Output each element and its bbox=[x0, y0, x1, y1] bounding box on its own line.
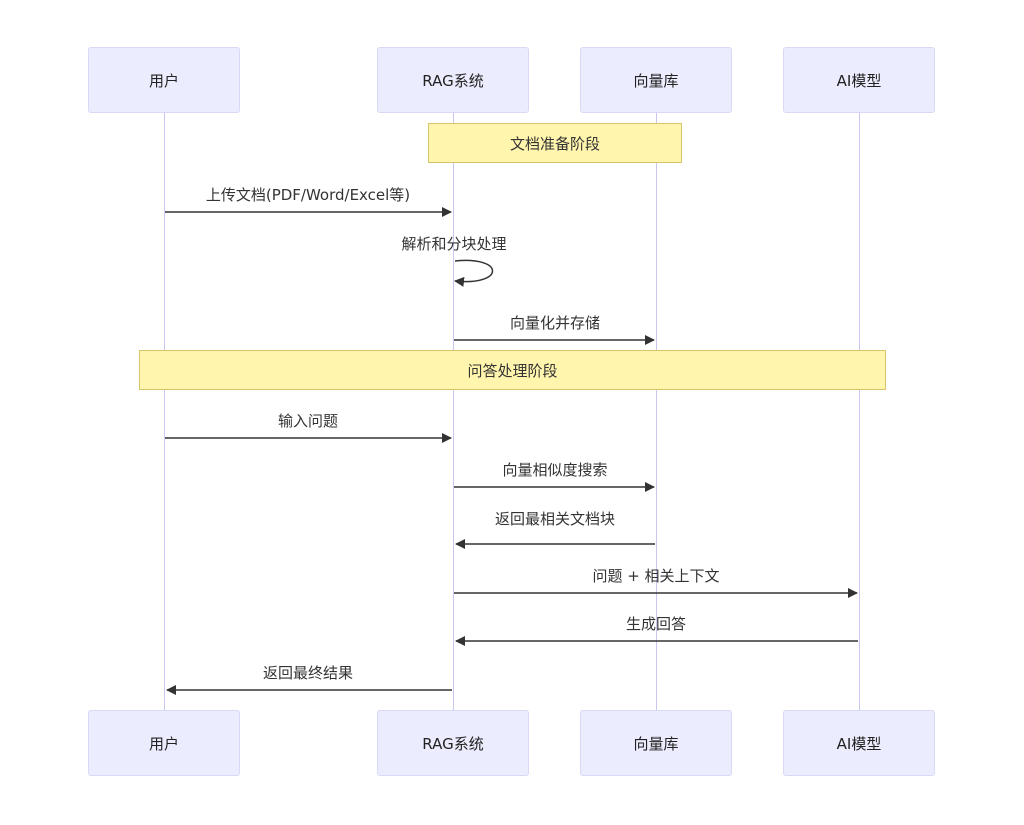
message-label-return-chunks: 返回最相关文档块 bbox=[494, 510, 616, 528]
actor-user-bottom: 用户 bbox=[88, 710, 240, 776]
message-label-question-context: 问题 + 相关上下文 bbox=[592, 567, 720, 585]
lifeline-rag-system bbox=[453, 113, 454, 711]
actor-vector-store-bottom: 向量库 bbox=[580, 710, 732, 776]
message-label-return-final-result: 返回最终结果 bbox=[262, 664, 354, 682]
actor-ai-model-bottom: AI模型 bbox=[783, 710, 935, 776]
lifeline-user bbox=[164, 113, 165, 711]
note-document-preparation-phase: 文档准备阶段 bbox=[428, 123, 682, 163]
message-label-vectorize-store: 向量化并存储 bbox=[509, 314, 601, 332]
message-label-parse-chunk: 解析和分块处理 bbox=[401, 235, 507, 253]
actor-rag-system-bottom: RAG系统 bbox=[377, 710, 529, 776]
message-label-upload-documents: 上传文档(PDF/Word/Excel等) bbox=[205, 186, 411, 204]
actor-vector-store-top: 向量库 bbox=[580, 47, 732, 113]
actor-rag-system-top: RAG系统 bbox=[377, 47, 529, 113]
lifeline-ai-model bbox=[859, 113, 860, 711]
actor-user-top: 用户 bbox=[88, 47, 240, 113]
message-label-input-question: 输入问题 bbox=[277, 412, 339, 430]
note-qa-processing-phase: 问答处理阶段 bbox=[139, 350, 886, 390]
lifeline-vector-store bbox=[656, 113, 657, 711]
message-label-similarity-search: 向量相似度搜索 bbox=[502, 461, 608, 479]
actor-ai-model-top: AI模型 bbox=[783, 47, 935, 113]
message-label-generate-answer: 生成回答 bbox=[625, 615, 687, 633]
arrow-self-parse-chunk bbox=[454, 259, 494, 287]
